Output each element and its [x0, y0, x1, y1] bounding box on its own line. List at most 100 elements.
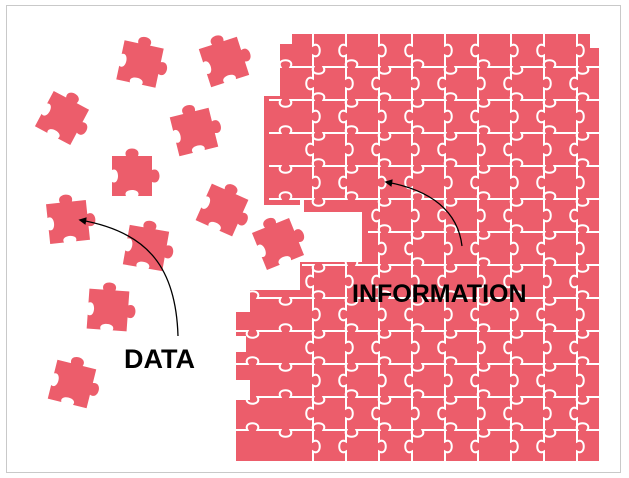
seam-vertical — [411, 265, 420, 298]
seam-vertical — [411, 397, 420, 430]
seam-vertical — [503, 133, 512, 166]
seam-vertical — [378, 298, 387, 331]
seam-horizontal — [335, 125, 368, 134]
seam-horizontal — [533, 125, 566, 134]
seam-vertical — [503, 331, 512, 364]
seam-vertical — [510, 298, 519, 331]
data-label: DATA — [124, 344, 195, 374]
seam-vertical — [305, 397, 314, 430]
seam-vertical — [338, 34, 347, 67]
seam-horizontal — [533, 257, 566, 266]
seam-horizontal — [302, 290, 335, 299]
seam-horizontal — [434, 158, 467, 167]
seam-horizontal — [401, 363, 434, 372]
seam-horizontal — [269, 297, 302, 306]
seam-vertical — [569, 133, 578, 166]
seam-horizontal — [335, 191, 368, 200]
seam-horizontal — [401, 231, 434, 240]
puzzle-gap — [236, 336, 246, 352]
seam-vertical — [569, 199, 578, 232]
seam-horizontal — [236, 290, 269, 299]
seam-horizontal — [533, 231, 566, 240]
seam-horizontal — [500, 356, 533, 365]
seam-vertical — [444, 100, 453, 133]
seam-horizontal — [335, 389, 368, 398]
loose-pieces — [34, 35, 305, 409]
seam-horizontal — [533, 99, 566, 108]
seam-vertical — [510, 232, 519, 265]
seam-vertical — [470, 430, 479, 463]
loose-piece — [195, 183, 249, 237]
seam-horizontal — [500, 198, 533, 207]
seam-vertical — [576, 364, 585, 397]
seam-horizontal — [500, 224, 533, 233]
seam-vertical — [536, 232, 545, 265]
seam-horizontal — [236, 396, 269, 405]
seam-horizontal — [467, 99, 500, 108]
seam-horizontal — [467, 59, 500, 68]
seam-horizontal — [368, 422, 401, 431]
seam-vertical — [404, 298, 413, 331]
seam-horizontal — [467, 191, 500, 200]
seam-horizontal — [533, 323, 566, 332]
seam-horizontal — [434, 132, 467, 141]
seam-horizontal — [269, 59, 302, 68]
seam-vertical — [437, 397, 446, 430]
seam-horizontal — [368, 264, 401, 273]
seam-horizontal — [500, 290, 533, 299]
seam-vertical — [305, 331, 314, 364]
seam-vertical — [576, 232, 585, 265]
seam-horizontal — [368, 290, 401, 299]
seam-vertical — [305, 133, 314, 166]
seam-vertical — [576, 34, 585, 67]
seam-vertical — [510, 166, 519, 199]
seam-horizontal — [302, 264, 335, 273]
seam-vertical — [371, 67, 380, 100]
seam-vertical — [503, 397, 512, 430]
seam-vertical — [404, 364, 413, 397]
seam-horizontal — [269, 125, 302, 134]
loose-piece — [198, 35, 251, 88]
seam-vertical — [477, 331, 486, 364]
seam-vertical — [536, 298, 545, 331]
seam-vertical — [404, 34, 413, 67]
seam-horizontal — [500, 422, 533, 431]
seam-horizontal — [566, 396, 599, 405]
seam-horizontal — [401, 59, 434, 68]
seam-vertical — [378, 34, 387, 67]
seam-vertical — [576, 166, 585, 199]
seam-horizontal — [401, 99, 434, 108]
seam-horizontal — [335, 257, 368, 266]
seam-vertical — [444, 298, 453, 331]
seam-horizontal — [500, 66, 533, 75]
seam-vertical — [444, 430, 453, 463]
seam-vertical — [345, 265, 354, 298]
seam-vertical — [503, 265, 512, 298]
puzzle-block — [264, 96, 300, 205]
seam-vertical — [543, 67, 552, 100]
seam-vertical — [536, 166, 545, 199]
seam-vertical — [569, 331, 578, 364]
seam-vertical — [338, 430, 347, 463]
seam-horizontal — [269, 191, 302, 200]
seam-horizontal — [368, 198, 401, 207]
puzzle-gap — [280, 34, 292, 44]
seam-horizontal — [401, 257, 434, 266]
seam-horizontal — [434, 264, 467, 273]
seam-horizontal — [368, 66, 401, 75]
seam-vertical — [312, 34, 321, 67]
seam-vertical — [503, 67, 512, 100]
puzzle-seams — [236, 34, 600, 463]
loose-piece — [116, 36, 168, 88]
seam-horizontal — [368, 396, 401, 405]
seam-vertical — [543, 397, 552, 430]
seam-horizontal — [533, 191, 566, 200]
seam-horizontal — [566, 198, 599, 207]
seam-horizontal — [533, 59, 566, 68]
loose-piece — [34, 90, 90, 146]
seam-horizontal — [566, 356, 599, 365]
seam-vertical — [470, 100, 479, 133]
seam-horizontal — [335, 323, 368, 332]
loose-piece — [46, 194, 96, 244]
seam-vertical — [411, 331, 420, 364]
